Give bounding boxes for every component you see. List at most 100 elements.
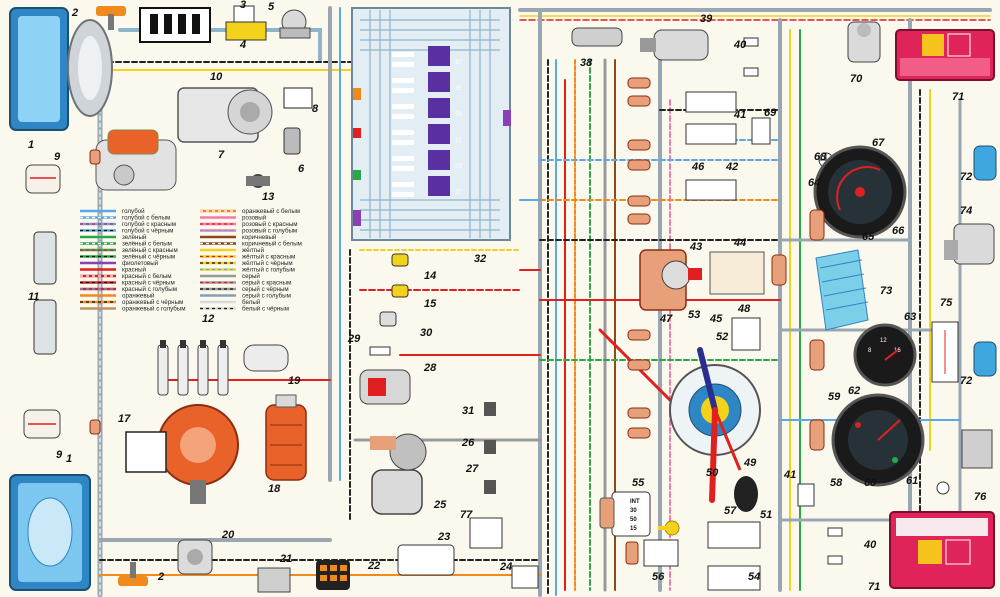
component-callout: 76 — [974, 491, 987, 503]
sound-signal-bottom — [23, 409, 61, 439]
legend-label: зелёный с белым — [122, 241, 172, 248]
component-callout: 69 — [764, 107, 777, 119]
component-callout: 9 — [56, 449, 63, 461]
component-callout: 62 — [848, 385, 860, 397]
fuse-number: 31 — [455, 138, 462, 144]
component-callout: 61 — [906, 475, 918, 487]
component-callout: 12 — [202, 313, 214, 325]
component-callout: 13 — [262, 191, 274, 203]
component-callout: 57 — [724, 505, 737, 517]
relay-3 — [139, 7, 211, 43]
component-callout: 48 — [737, 303, 751, 315]
legend-label: оранжевый с голубым — [122, 306, 186, 313]
fuse-number: 37 — [455, 60, 462, 66]
legend-label: белый с чёрным — [242, 306, 289, 313]
key-icon — [658, 520, 680, 536]
component-callout: 1 — [28, 139, 34, 151]
harness-connectors — [89, 77, 825, 565]
relay-48 — [731, 317, 761, 351]
component-callout: 15 — [424, 298, 437, 310]
component-callout: 42 — [725, 161, 738, 173]
legend-label: жёлтый — [242, 247, 264, 254]
component-callout: 43 — [689, 241, 702, 253]
component-callout: 55 — [632, 477, 645, 489]
repeater-72-bottom — [973, 341, 997, 377]
legend-label: серый с чёрным — [242, 286, 289, 293]
component-callout: 18 — [268, 483, 281, 495]
column-switch-52 — [669, 347, 761, 503]
relay-8 — [283, 87, 313, 109]
gauge-number: 12 — [880, 338, 887, 344]
component-callout: 64 — [808, 177, 820, 189]
component-callouts: 1122345678991011121314151718192021222324… — [28, 0, 987, 593]
component-callout: 54 — [748, 571, 760, 583]
legend-label: зелёный — [122, 234, 147, 241]
component-callout: 23 — [437, 531, 450, 543]
ignition-position: INT — [630, 499, 640, 505]
sensor-13 — [246, 174, 270, 188]
component-callout: 44 — [733, 237, 746, 249]
valve-20 — [177, 539, 213, 575]
component-callout: 7 — [218, 149, 225, 161]
sensor-70 — [847, 21, 881, 63]
component-callout: 53 — [688, 309, 700, 321]
relay-77 — [469, 517, 503, 549]
component-callout: 46 — [691, 161, 705, 173]
component-callout: 49 — [743, 457, 757, 469]
door-switch-top — [96, 6, 126, 30]
legend-label: красный с чёрным — [122, 280, 175, 287]
component-callout: 10 — [210, 71, 223, 83]
tail-light-top — [895, 29, 995, 81]
component-callout: 2 — [157, 571, 164, 583]
switch-27 — [484, 480, 496, 494]
instrument-cluster-gauge-top — [813, 145, 907, 239]
fuse-block: 37 35 33 31 29 27 — [351, 7, 511, 241]
assembly-47 — [639, 249, 702, 311]
motor-28 — [359, 369, 411, 405]
legend-label: розовый с голубым — [242, 228, 297, 235]
component-callout: 67 — [872, 137, 885, 149]
switch-14 — [391, 253, 409, 267]
component-callout: 17 — [118, 413, 131, 425]
ignition-switch-55: INT 30 50 15 — [599, 491, 651, 537]
component-callout: 40 — [863, 539, 877, 551]
legend-label: коричневый — [242, 234, 277, 241]
washer-motor-39 — [640, 29, 709, 61]
component-callout: 41 — [783, 469, 796, 481]
component-callout: 3 — [240, 0, 246, 11]
legend-label: голубой с красным — [122, 221, 176, 228]
legend-label: жёлтый с чёрным — [242, 260, 293, 267]
connector-22 — [316, 560, 350, 590]
component-callout: 41 — [733, 109, 746, 121]
tail-light-bottom — [889, 511, 995, 589]
legend-label: оранжевый с чёрным — [122, 299, 183, 306]
switch-54 — [707, 565, 761, 591]
component-callout: 71 — [952, 91, 964, 103]
sensor-6 — [283, 127, 301, 155]
switch-76 — [936, 429, 993, 495]
connector-41 — [751, 117, 815, 507]
legend-label: фиолетовый — [122, 260, 159, 267]
side-lamps — [33, 231, 57, 355]
generator-10 — [177, 87, 273, 143]
legend-label: красный с белым — [122, 273, 172, 280]
legend-label: оранжевый — [122, 293, 155, 300]
switch-57 — [707, 521, 761, 549]
legend-label: розовый с красным — [242, 221, 298, 228]
component-callout: 38 — [580, 57, 593, 69]
legend-label: красный — [122, 267, 147, 274]
motor-74 — [944, 223, 995, 265]
component-callout: 20 — [221, 529, 235, 541]
component-callout: 63 — [904, 311, 916, 323]
legend-label: жёлтый с красным — [242, 254, 295, 261]
relay-44 — [709, 251, 765, 295]
sound-signal-top — [25, 164, 61, 194]
component-callout: 19 — [288, 375, 301, 387]
component-callout: 22 — [367, 560, 380, 572]
distributor — [157, 404, 239, 504]
sensor-51 — [734, 476, 758, 512]
component-callout: 73 — [880, 285, 892, 297]
component-callout: 26 — [461, 437, 475, 449]
commutator-17 — [125, 431, 167, 473]
